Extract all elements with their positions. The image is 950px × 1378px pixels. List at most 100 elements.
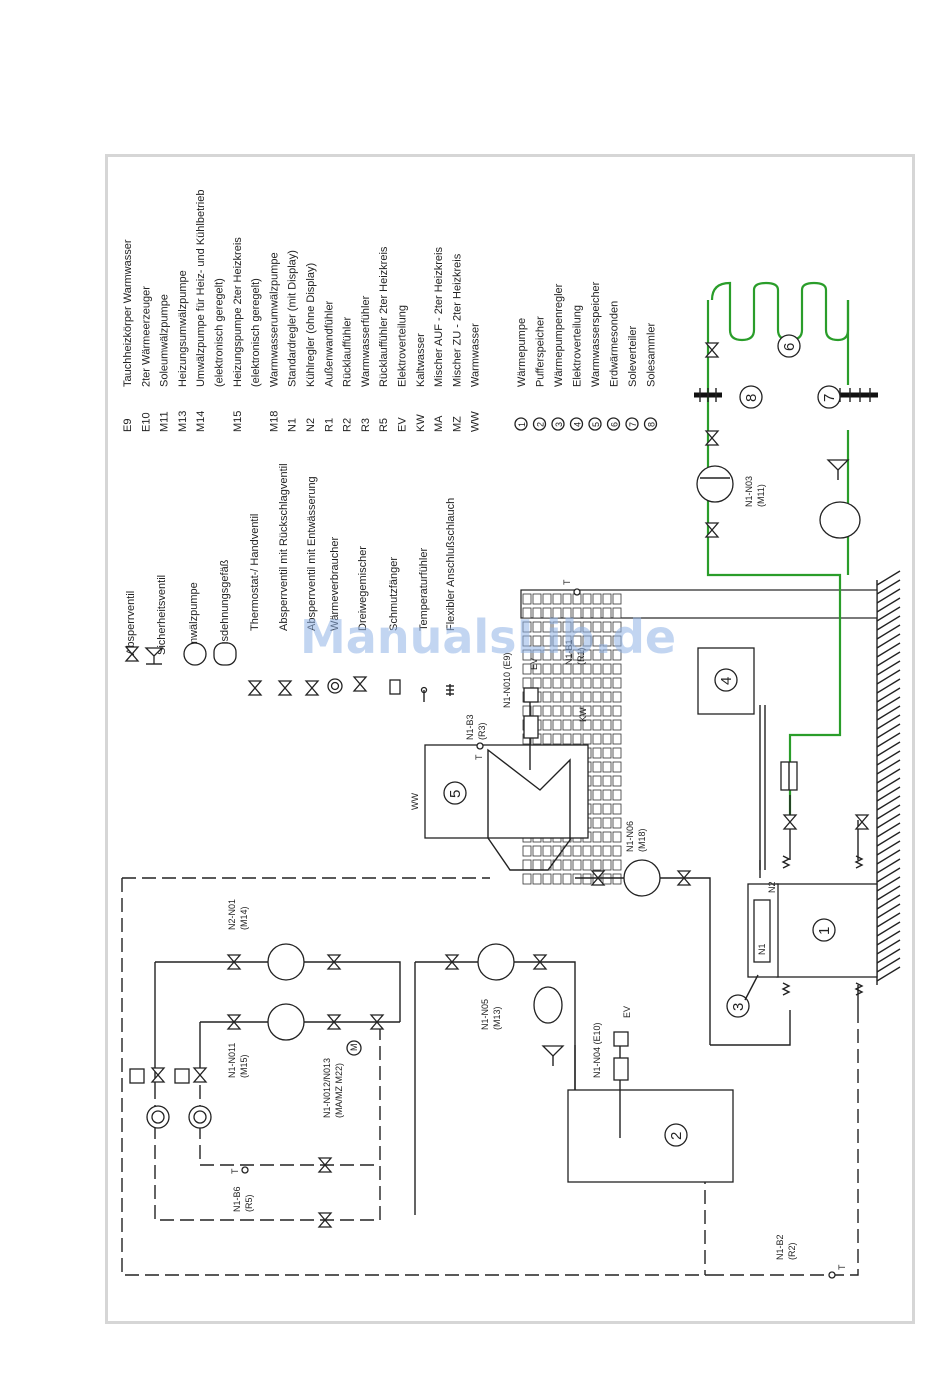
safety-valve-icon: [144, 647, 164, 665]
wall-brick: [522, 635, 532, 647]
component-label-n1: N1: [757, 943, 767, 955]
badge-1: [812, 918, 836, 942]
mixer-motor: [346, 1040, 362, 1056]
expansion-vessel-icon: [213, 642, 237, 666]
legend-number-text: Soleverteiler: [627, 326, 639, 387]
legend-code-text: 2ter Wärmeerzeuger: [140, 286, 152, 387]
legend-code-text: Kaltwasser: [415, 333, 427, 387]
legend-code: E10: [140, 412, 152, 432]
hatch-line: [876, 570, 901, 586]
component-label-m15: (M15): [239, 1054, 249, 1078]
component-label-kw: KW: [578, 707, 588, 722]
legend-number-badge: [606, 417, 621, 431]
wall-brick: [552, 859, 562, 871]
wall-brick: [572, 859, 582, 871]
wall-brick: [592, 859, 602, 871]
wall-brick: [612, 775, 622, 787]
wall-brick: [572, 677, 582, 689]
legend-code-text: Rücklauffühler: [342, 317, 354, 387]
hatch-line: [876, 966, 901, 982]
hatch-line: [876, 687, 901, 703]
hatch-line: [876, 669, 901, 685]
wall-brick: [602, 831, 612, 843]
legend-symbol-text: Absperrventil: [125, 591, 137, 655]
legend-number-text: Solesammler: [646, 322, 658, 387]
badge-3: [726, 994, 750, 1018]
wall-brick: [552, 873, 562, 885]
hatch-line: [876, 606, 901, 622]
flex-hoses: [781, 855, 864, 996]
component-labels: N2-N01(M14)N1-N011(M15)N1-N012/N013(MA/M…: [227, 476, 847, 1270]
wall-brick: [612, 873, 622, 885]
wall-brick: [612, 649, 622, 661]
wall-brick: [572, 607, 582, 619]
wall-brick: [602, 775, 612, 787]
wall-brick: [572, 719, 582, 731]
wall-brick: [552, 733, 562, 745]
component-label-t: T: [474, 754, 484, 760]
drain-valve-icon: [305, 680, 319, 696]
legend-code: R2: [342, 418, 354, 432]
buffer-heater-e10: [613, 1057, 629, 1081]
wall-brick: [562, 691, 572, 703]
wall-brick: [592, 817, 602, 829]
legend-code-text: Heizungspumpe 2ter Heizkreis: [232, 237, 244, 387]
brine-pump-m11: [696, 465, 734, 503]
wall-brick: [612, 859, 622, 871]
legend-symbol-icons: [125, 642, 454, 702]
wall-brick: [572, 691, 582, 703]
legend-symbol-text: Wärmeverbraucher: [329, 537, 341, 631]
hatch-line: [876, 597, 901, 613]
badge-2: [664, 1123, 688, 1147]
wall-brick: [602, 859, 612, 871]
wall-brick: [582, 677, 592, 689]
legend-code-text: Mischer ZU - 2ter Heizkreis: [451, 253, 463, 387]
component-label-m14: (M14): [239, 906, 249, 930]
wall-brick: [592, 831, 602, 843]
wall-brick: [612, 733, 622, 745]
hatch-line: [876, 804, 901, 820]
hatch-line: [876, 714, 901, 730]
wall-brick: [552, 621, 562, 633]
wall-brick: [602, 733, 612, 745]
wall-brick: [602, 873, 612, 885]
wall-brick: [542, 719, 552, 731]
wall-brick: [592, 677, 602, 689]
wall-brick: [572, 705, 582, 717]
wall-brick: [592, 705, 602, 717]
wall-brick: [592, 719, 602, 731]
wall-brick: [532, 677, 542, 689]
legend-code: KW: [415, 414, 427, 432]
hatch-line: [876, 768, 901, 784]
component-label-n1_b2: N1-B2: [775, 1234, 785, 1260]
wall-brick: [562, 649, 572, 661]
legend-number-badge: [514, 417, 528, 431]
wall-brick: [592, 593, 602, 605]
component-label-r2: (R2): [787, 1242, 797, 1260]
legend-code: MZ: [451, 416, 463, 432]
wall-brick: [542, 593, 552, 605]
wall-brick: [602, 747, 612, 759]
hatch-line: [876, 786, 901, 802]
wall-brick: [612, 607, 622, 619]
component-label-r1: (R1): [576, 647, 586, 665]
buffer-ev-box: [613, 1031, 629, 1047]
badge-8: [739, 385, 763, 409]
legend-symbol-text: Temperaturfühler: [418, 548, 430, 631]
wall-brick: [562, 593, 572, 605]
wall-brick: [562, 677, 572, 689]
wall-brick: [612, 803, 622, 815]
dhw-heater-e9: [523, 715, 539, 739]
legend-code-text: Kühlregler (ohne Display): [305, 263, 317, 387]
wall-brick: [572, 621, 582, 633]
wall-brick: [612, 691, 622, 703]
legend-number: 6: [610, 422, 620, 427]
wall-brick: [562, 607, 572, 619]
wall-brick: [542, 733, 552, 745]
component-label-n1_n011: N1-N011: [227, 1043, 237, 1078]
wall-brick: [592, 789, 602, 801]
legend-number: 1: [517, 422, 527, 427]
wall-brick: [542, 635, 552, 647]
